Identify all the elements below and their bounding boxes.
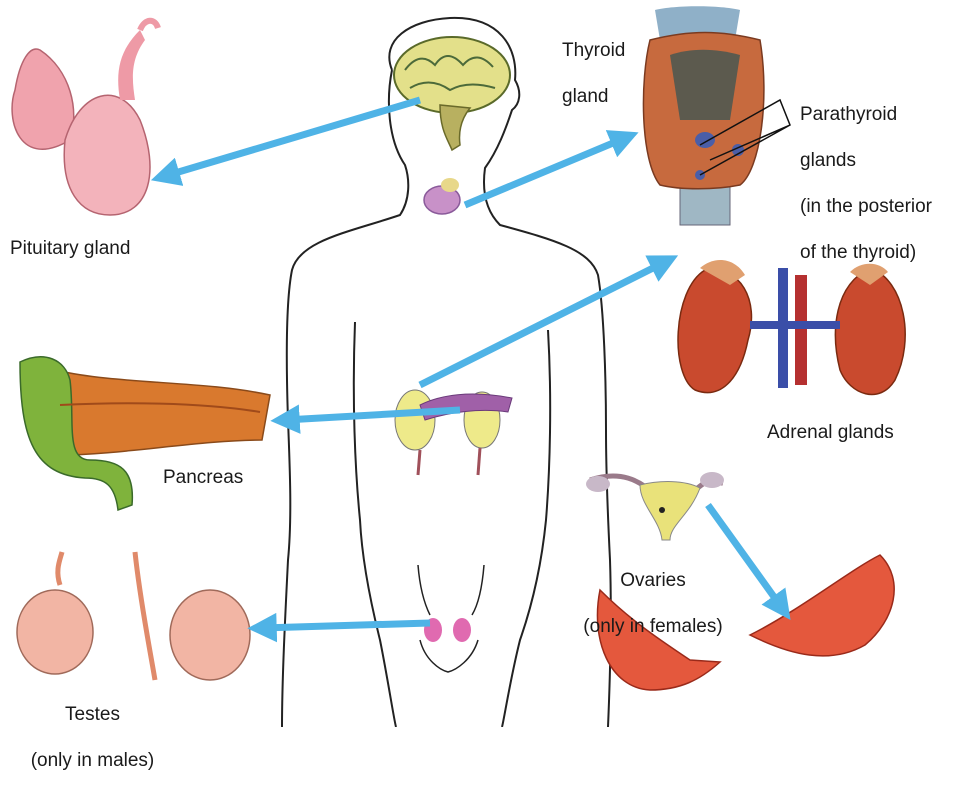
pituitary-gland-illustration <box>12 21 158 215</box>
body-thyroid-illustration <box>424 178 460 214</box>
brain-illustration <box>394 37 510 150</box>
testes-illustration <box>17 552 250 680</box>
pancreas-label: Pancreas <box>163 466 243 489</box>
ovaries-label: Ovaries (only in females) <box>564 546 742 661</box>
adrenal-glands-label: Adrenal glands <box>767 421 894 444</box>
testes-label: Testes (only in males) <box>25 680 160 795</box>
parathyroid-glands-label: Parathyroid glands (in the posterior of … <box>800 80 932 287</box>
pituitary-gland-label: Pituitary gland <box>10 237 130 260</box>
arrow-adrenal <box>420 262 665 385</box>
arrow-thyroid <box>465 138 625 205</box>
body-testes <box>418 565 484 672</box>
thyroid-gland-illustration <box>643 6 763 225</box>
arrow-testes <box>262 623 430 628</box>
arrow-brain-to-pituitary <box>165 100 420 176</box>
body-abdominal-organs <box>395 390 512 475</box>
thyroid-gland-label: Thyroid gland <box>562 16 625 131</box>
endocrine-diagram: Pituitary gland Thyroid gland Parathyroi… <box>0 0 971 727</box>
